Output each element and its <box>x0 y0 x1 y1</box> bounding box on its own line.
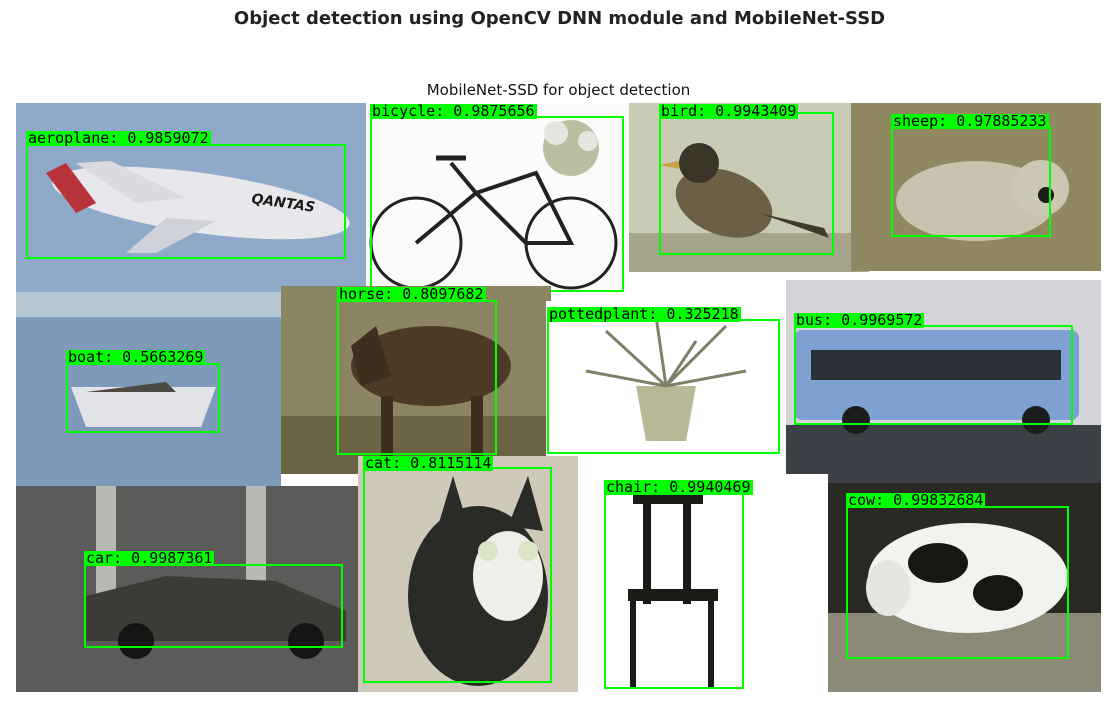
horse-bbox <box>337 300 497 455</box>
bus-label: bus: 0.9969572 <box>794 311 925 329</box>
boat-label: boat: 0.5663269 <box>66 348 206 366</box>
bird-bbox <box>659 112 834 255</box>
tile-sheep: sheep: 0.97885233 <box>851 103 1101 271</box>
figure-suptitle: Object detection using OpenCV DNN module… <box>233 8 886 29</box>
tile-bus: bus: 0.9969572 <box>786 280 1101 483</box>
chair-photo <box>578 474 828 692</box>
bicycle-label: bicycle: 0.9875656 <box>370 103 537 120</box>
tile-pottedplant: pottedplant: 0.325218 <box>546 301 786 456</box>
tile-chair: chair: 0.9940469 <box>578 474 828 692</box>
car-photo <box>16 486 358 692</box>
tile-bicycle: bicycle: 0.9875656 <box>366 103 629 292</box>
cat-photo <box>358 456 578 692</box>
cat-label: cat: 0.8115114 <box>363 456 494 472</box>
tile-bird: bird: 0.9943409 <box>629 103 869 272</box>
tile-cow: cow: 0.99832684 <box>828 483 1101 692</box>
axes-title: MobileNet-SSD for object detection <box>426 81 691 99</box>
horse-photo <box>281 286 551 474</box>
bus-bbox <box>794 325 1073 425</box>
sheep-bbox <box>891 126 1051 237</box>
bicycle-photo <box>366 103 629 292</box>
pottedplant-label: pottedplant: 0.325218 <box>547 305 741 323</box>
bicycle-bbox <box>370 116 624 292</box>
cow-label: cow: 0.99832684 <box>846 491 986 509</box>
pottedplant-bbox <box>547 319 780 454</box>
car-label: car: 0.9987361 <box>84 549 215 567</box>
cat-bbox <box>363 467 552 683</box>
aeroplane-label: aeroplane: 0.9859072 <box>26 129 211 147</box>
tile-horse: horse: 0.8097682 <box>281 286 551 474</box>
tile-car: car: 0.9987361 <box>16 486 358 692</box>
sheep-photo <box>851 103 1101 271</box>
pottedplant-photo <box>546 301 786 456</box>
boat-bbox <box>66 363 220 433</box>
detection-collage: QANTAS aeroplane: 0.9859072 bicycle: 0.9… <box>16 103 1101 692</box>
aeroplane-bbox <box>26 144 346 259</box>
cow-bbox <box>846 506 1069 659</box>
chair-bbox <box>604 492 744 689</box>
sheep-label: sheep: 0.97885233 <box>891 112 1049 130</box>
tile-boat: boat: 0.5663269 <box>16 292 281 486</box>
tile-cat: cat: 0.8115114 <box>358 456 578 692</box>
chair-label: chair: 0.9940469 <box>604 478 753 496</box>
horse-label: horse: 0.8097682 <box>337 286 486 303</box>
bird-label: bird: 0.9943409 <box>659 103 799 120</box>
boat-photo <box>16 292 281 486</box>
tile-aeroplane: QANTAS aeroplane: 0.9859072 <box>16 103 366 292</box>
bird-photo <box>629 103 869 272</box>
car-bbox <box>84 564 343 648</box>
